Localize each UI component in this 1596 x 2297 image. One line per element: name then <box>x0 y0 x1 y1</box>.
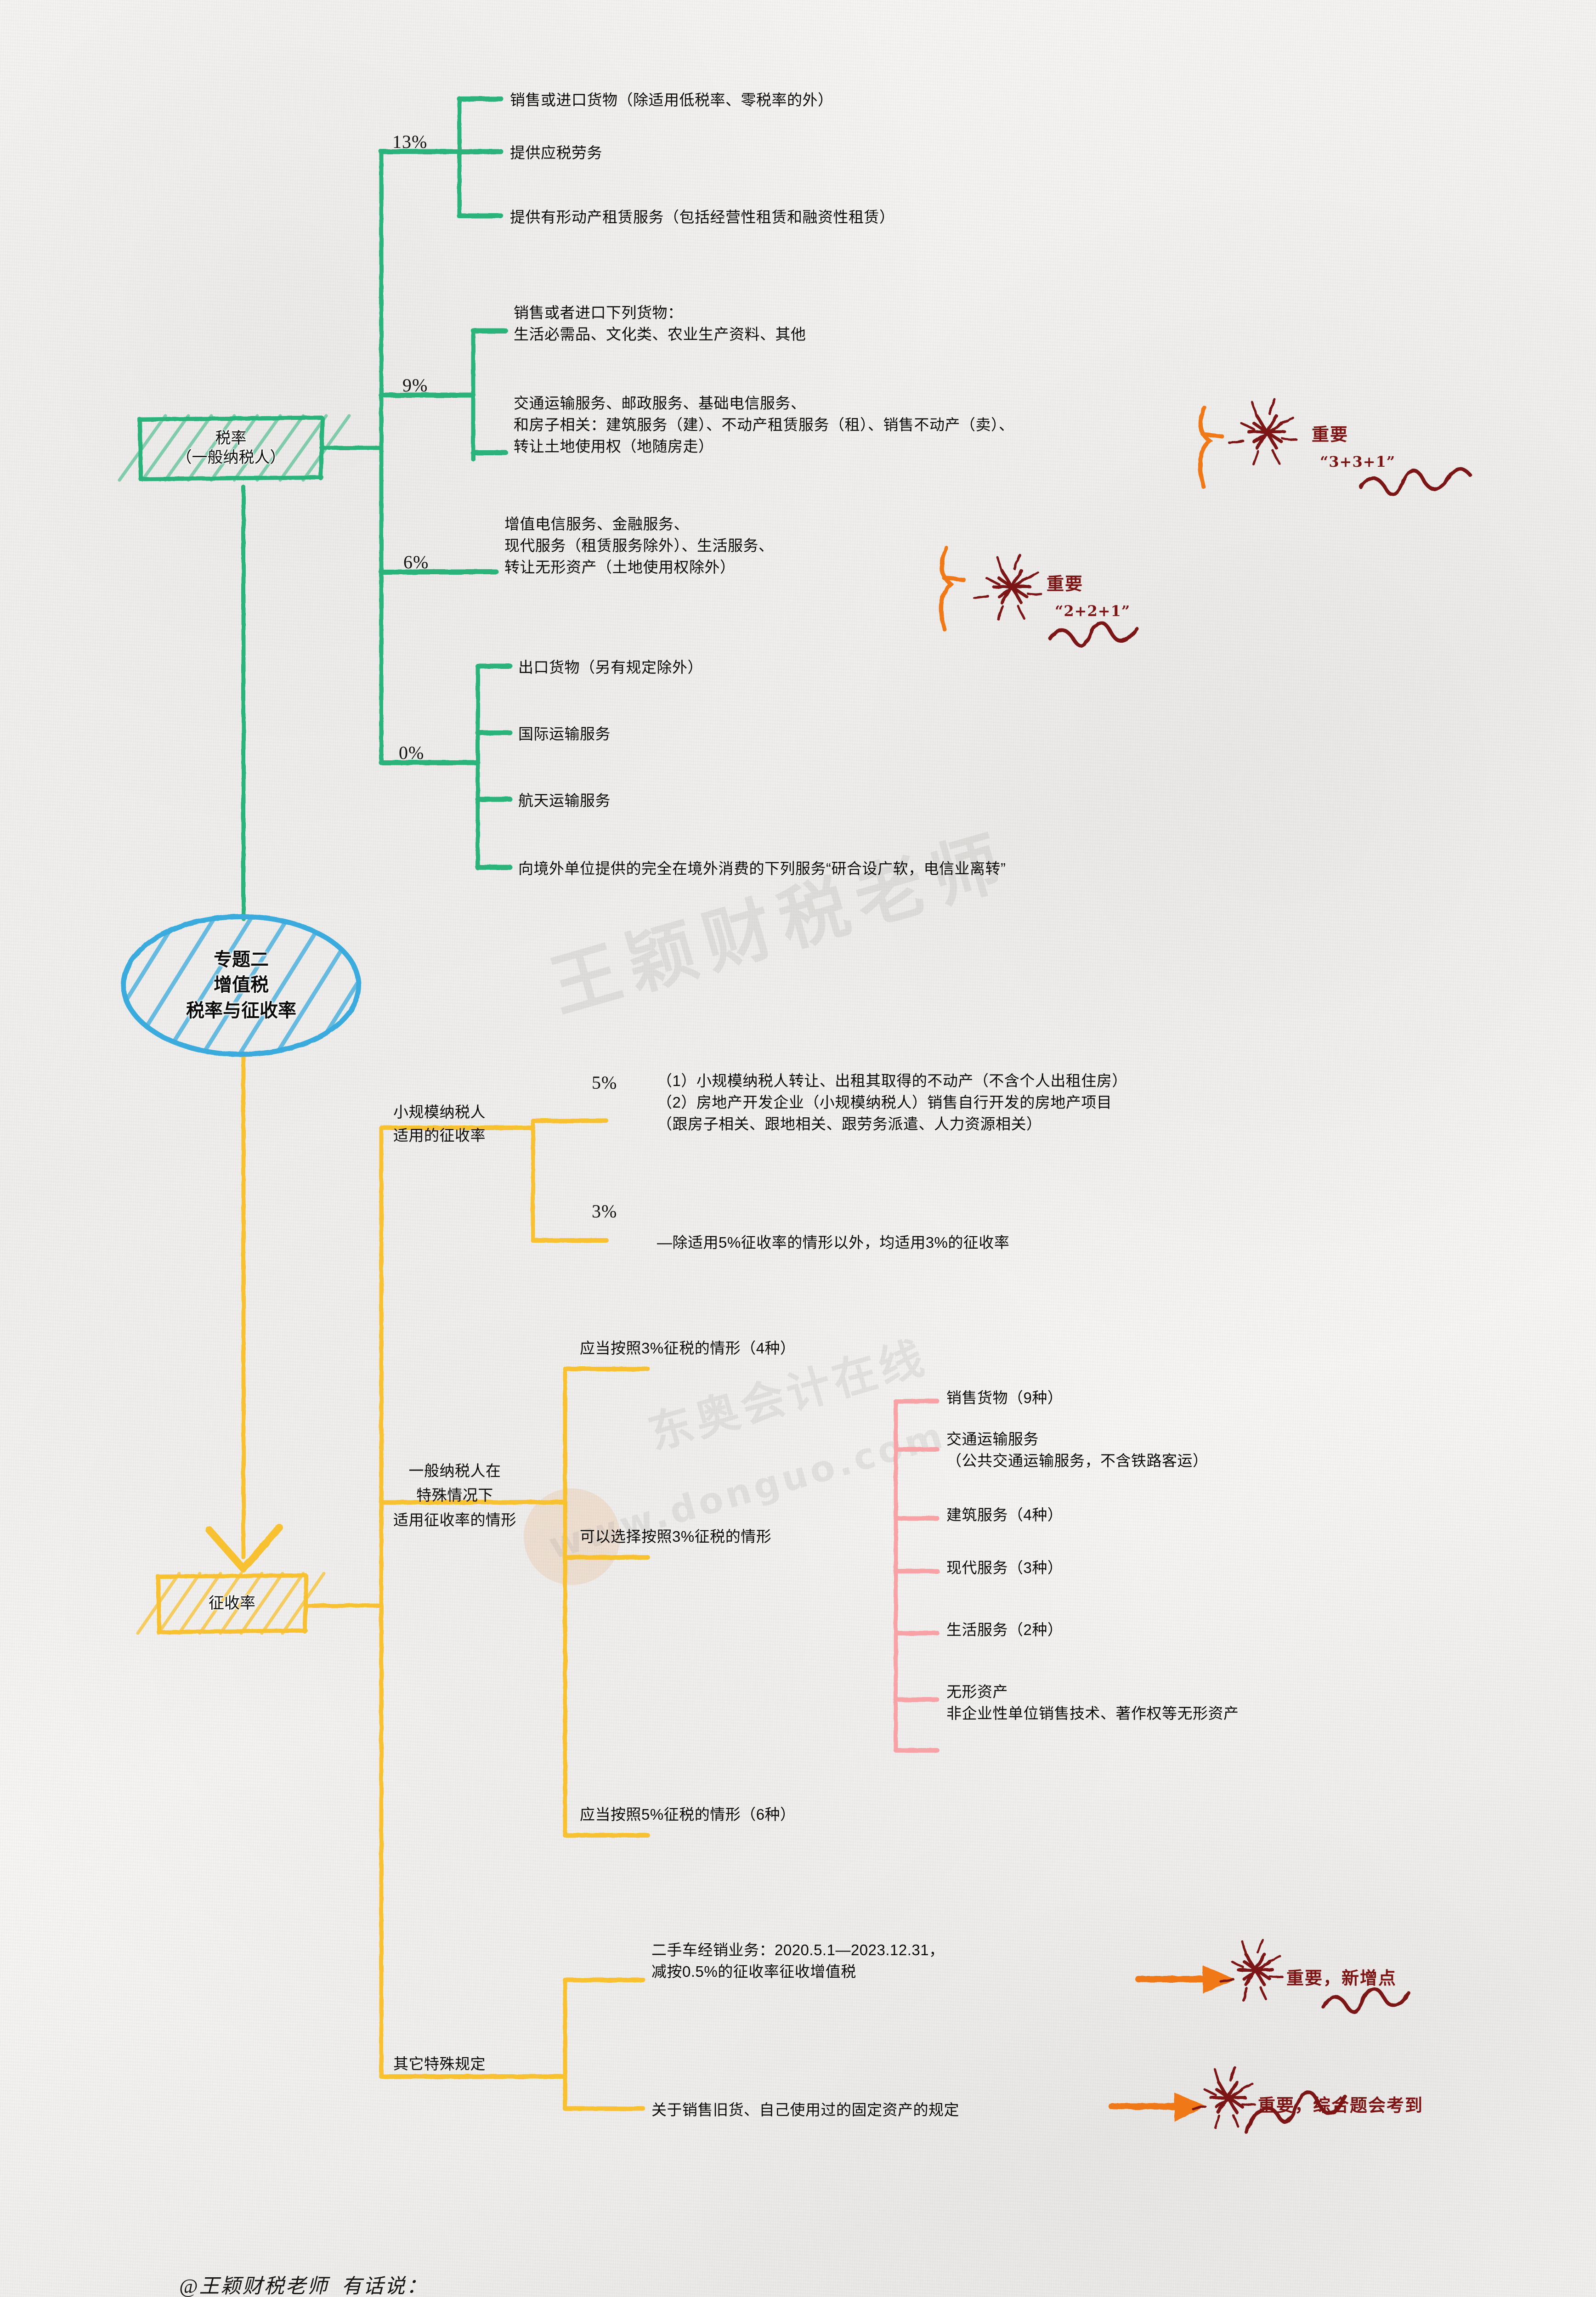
annotation-new-point: 重要，新增点 <box>1286 1964 1397 1989</box>
group-label-general-special[interactable]: 一般纳税人在 特殊情况下 适用征收率的情形 <box>393 1462 516 1528</box>
annotation-2-2-1: 重要 “2+2+1” <box>1047 570 1130 620</box>
levy-child-living[interactable]: 生活服务（2种） <box>946 1621 1063 1638</box>
center-topic-label: 专题二增值税税率与征收率 <box>186 950 296 1021</box>
squiggle-3 <box>1321 1986 1410 2014</box>
annotation-3-3-1-title: 重要 <box>1312 424 1349 445</box>
item-9-1[interactable]: 销售或者进口下列货物： 生活必需品、文化类、农业生产资料、其他 <box>514 304 806 343</box>
brace-9pct-tip <box>1200 432 1224 439</box>
levy-child-goods[interactable]: 销售货物（9种） <box>946 1389 1063 1406</box>
annotation-comprehensive-title: 重要，综合题会考到 <box>1258 2095 1424 2116</box>
star-burst-icon-2 <box>973 554 1043 621</box>
levy-child-construction[interactable]: 建筑服务（4种） <box>946 1506 1063 1523</box>
levy-rate-box-label: 征收率 <box>209 1594 255 1612</box>
levy-item-small-5[interactable]: （1）小规模纳税人转让、出租其取得的不动产（不含个人出租住房） （2）房地产开发… <box>657 1072 1127 1132</box>
levy-item-optional-3[interactable]: 可以选择按照3%征税的情形 <box>580 1528 772 1545</box>
item-0-2[interactable]: 国际运输服务 <box>518 725 611 742</box>
item-13-3[interactable]: 提供有形动产租赁服务（包括经营性租赁和融资性租赁） <box>510 209 895 226</box>
brace-9pct <box>1198 406 1213 489</box>
levy-rate-label-5: 5% <box>592 1072 617 1093</box>
levy-item-must-5[interactable]: 应当按照5%征税的情形（6种） <box>580 1806 796 1823</box>
item-0-4[interactable]: 向境外单位提供的完全在境外消费的下列服务“研合设广软，电信业离转” <box>518 860 1006 877</box>
star-burst-icon-4 <box>1191 2066 1256 2129</box>
tax-rate-box-label: 税率（一般纳税人） <box>176 429 286 467</box>
arrow-to-levy-rate <box>205 1524 283 1573</box>
item-9-2[interactable]: 交通运输服务、邮政服务、基础电信服务、 和房子相关：建筑服务（建）、不动产租赁服… <box>514 395 1014 455</box>
brace-6pct <box>939 546 955 632</box>
footer-line-1: @王颖财税老师 有话说： <box>179 2275 428 2297</box>
star-burst-icon-1 <box>1228 398 1298 465</box>
annotation-new-point-title: 重要，新增点 <box>1286 1968 1397 1988</box>
annotation-3-3-1: 重要 “3+3+1” <box>1312 420 1395 470</box>
levy-item-used-goods[interactable]: 关于销售旧货、自己使用过的固定资产的规定 <box>651 2101 959 2118</box>
annotation-2-2-1-title: 重要 <box>1047 574 1084 594</box>
arrow-new-point <box>1135 1965 1235 1994</box>
brace-6pct-tip <box>942 576 966 582</box>
squiggle-2 <box>1048 621 1138 648</box>
node-tax-rate[interactable]: 税率（一般纳税人） <box>118 414 351 482</box>
squiggle-4 <box>1244 2090 1347 2133</box>
item-13-2[interactable]: 提供应税劳务 <box>510 144 602 161</box>
levy-item-used-car[interactable]: 二手车经销业务：2020.5.1—2023.12.31， 减按0.5%的征收率征… <box>651 1941 945 1980</box>
item-13-1[interactable]: 销售或进口货物（除适用低税率、零税率的外） <box>510 91 833 108</box>
item-0-3[interactable]: 航天运输服务 <box>518 792 611 809</box>
item-6-1[interactable]: 增值电信服务、金融服务、 现代服务（租赁服务除外）、生活服务、 转让无形资产（土… <box>504 515 774 576</box>
item-0-1[interactable]: 出口货物（另有规定除外） <box>518 659 703 676</box>
star-burst-icon-3 <box>1219 1938 1284 2002</box>
rate-label-0: 0% <box>399 742 424 763</box>
node-center-topic[interactable]: 专题二增值税税率与征收率 <box>117 912 365 1059</box>
annotation-comprehensive: 重要，综合题会考到 <box>1258 2091 1423 2116</box>
levy-item-small-3[interactable]: —除适用5%征收率的情形以外，均适用3%的征收率 <box>657 1234 1010 1251</box>
levy-child-intangible[interactable]: 无形资产 非企业性单位销售技术、著作权等无形资产 <box>946 1683 1239 1722</box>
rate-label-13: 13% <box>392 131 428 152</box>
rate-label-6: 6% <box>403 552 429 572</box>
annotation-2-2-1-note: “2+2+1” <box>1055 602 1131 620</box>
levy-child-transport[interactable]: 交通运输服务 （公共交通运输服务，不含铁路客运） <box>946 1431 1208 1469</box>
levy-rate-label-3: 3% <box>592 1201 617 1222</box>
levy-item-must-3[interactable]: 应当按照3%征税的情形（4种） <box>580 1340 796 1357</box>
arrow-comprehensive <box>1109 2093 1206 2122</box>
center-circle-shape <box>121 914 362 1057</box>
annotation-3-3-1-note: “3+3+1” <box>1320 453 1396 470</box>
node-levy-rate[interactable]: 征收率 <box>136 1572 326 1635</box>
levy-child-modern[interactable]: 现代服务（3种） <box>946 1559 1063 1576</box>
squiggle-1 <box>1359 467 1472 497</box>
group-label-other-special[interactable]: 其它特殊规定 <box>393 2055 486 2072</box>
group-label-small-scale[interactable]: 小规模纳税人 适用的征收率 <box>393 1103 486 1144</box>
rate-label-9: 9% <box>402 375 428 396</box>
